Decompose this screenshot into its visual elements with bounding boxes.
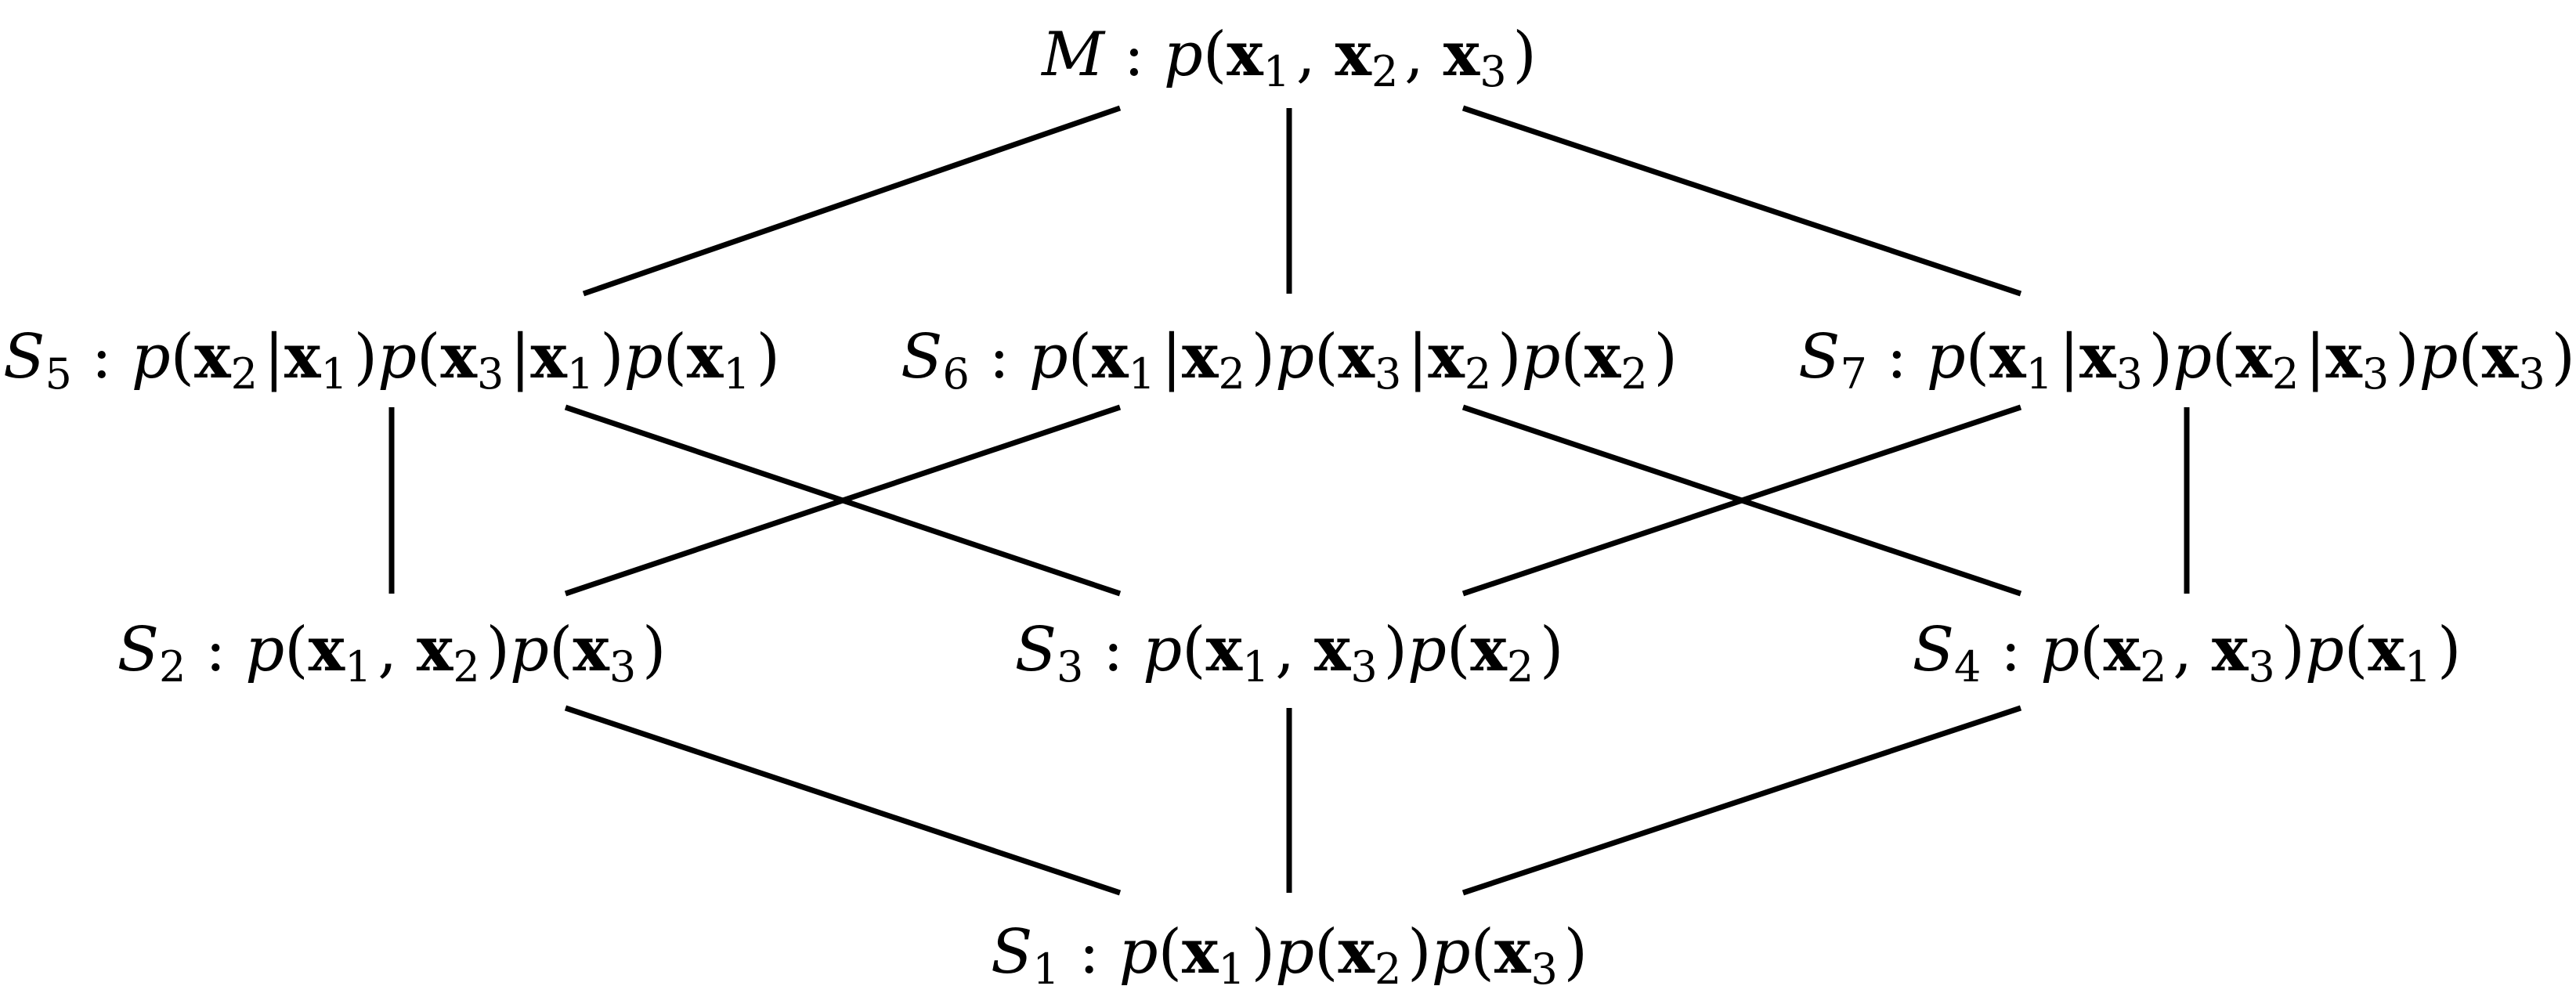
edge-s4-s1 xyxy=(1461,705,2022,896)
node-s3: S3 : p(x1 , x3 )p(x2 ) xyxy=(1015,614,1564,692)
edges xyxy=(388,105,2190,896)
node-s7: S7 : p(x1 |x3 )p(x2 |x3 )p(x3 ) xyxy=(1798,321,2575,399)
node-s4: S4 : p(x2 , x3 )p(x1 ) xyxy=(1913,614,2462,692)
edge-m-s5 xyxy=(582,105,1122,297)
node-s6: S6 : p(x1 |x2 )p(x3 |x2 )p(x2 ) xyxy=(901,321,1678,399)
edge-m-s7 xyxy=(1461,105,2022,297)
node-s1: S1 : p(x1 )p(x2 )p(x3 ) xyxy=(991,916,1588,994)
node-m: M : p(x1 , x2 , x3 ) xyxy=(1040,19,1537,96)
edge-s2-s1 xyxy=(564,705,1122,896)
edge-s6-s2 xyxy=(564,404,1122,597)
nodes: M : p(x1 , x2 , x3 ) S5 : p(x2 |x1 )p(x3 … xyxy=(3,19,2575,994)
node-s2: S2 : p(x1 , x2 )p(x3 ) xyxy=(117,614,667,692)
edge-s7-s3 xyxy=(1461,404,2022,597)
node-s5: S5 : p(x2 |x1 )p(x3 |x1 )p(x1 ) xyxy=(3,321,780,399)
